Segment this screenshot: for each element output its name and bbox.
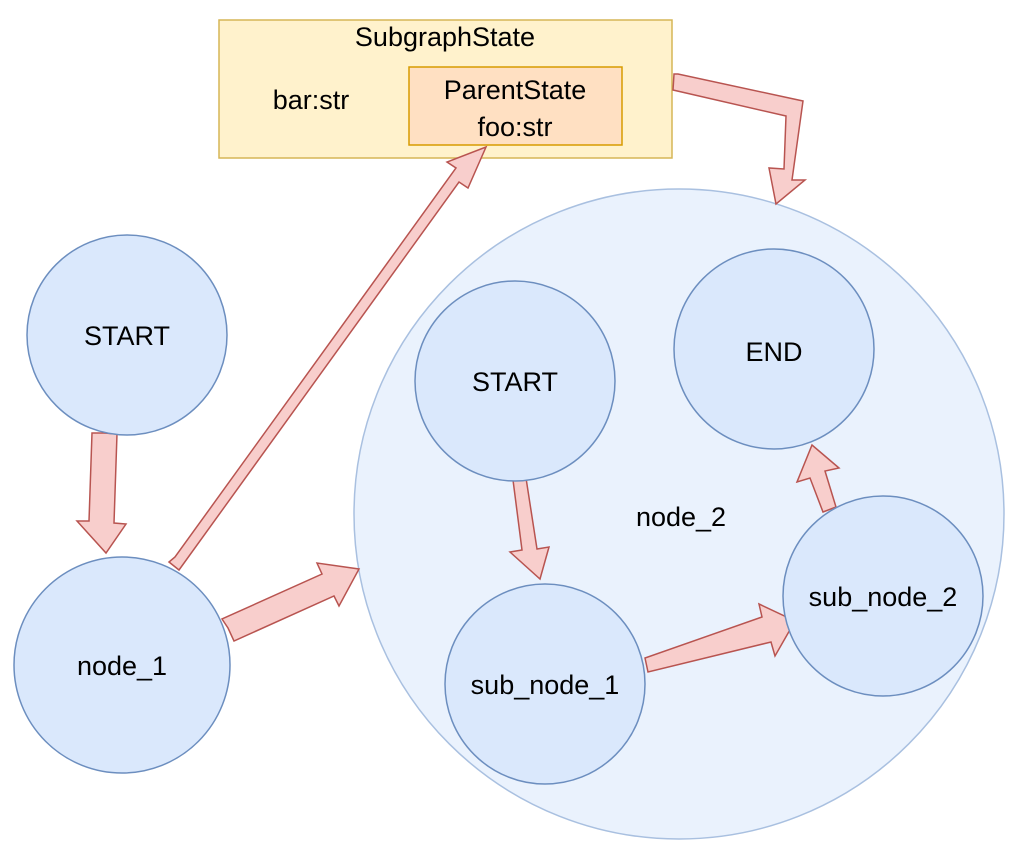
arrow-sub-node-2-to-end [795,443,841,513]
sub-node-2 [782,495,984,697]
node-1 [13,556,231,774]
sub-node-1-label: sub_node_1 [471,670,620,700]
sub-node-2-label: sub_node_2 [809,582,958,612]
node-1-label: node_1 [77,651,167,681]
arrow-node-1-to-parent-state [167,145,488,572]
start-node-label: START [84,321,170,351]
parent-state-box [408,66,623,146]
end-node-label: END [745,337,802,367]
subgraph-state-field: bar:str [273,85,350,115]
sub-node-1 [444,583,646,785]
subgraph-state-title: SubgraphState [355,22,535,52]
arrow-sub-node-1-to-sub-node-2 [644,602,797,673]
end-node [673,248,875,450]
parent-state-title: ParentState [444,75,587,105]
arrows [75,73,841,673]
arrow-node-1-to-node-2 [220,562,361,642]
sub-start-node-label: START [472,367,558,397]
node-2-label: node_2 [636,502,726,532]
arrow-sub-start-to-sub-node-1 [508,477,551,581]
start-node [26,234,228,436]
arrow-start-to-node-1 [75,432,128,555]
parent-state-field: foo:str [477,112,552,142]
sub-start-node [414,280,616,482]
arrow-subgraph-state-to-node-2 [672,73,808,206]
